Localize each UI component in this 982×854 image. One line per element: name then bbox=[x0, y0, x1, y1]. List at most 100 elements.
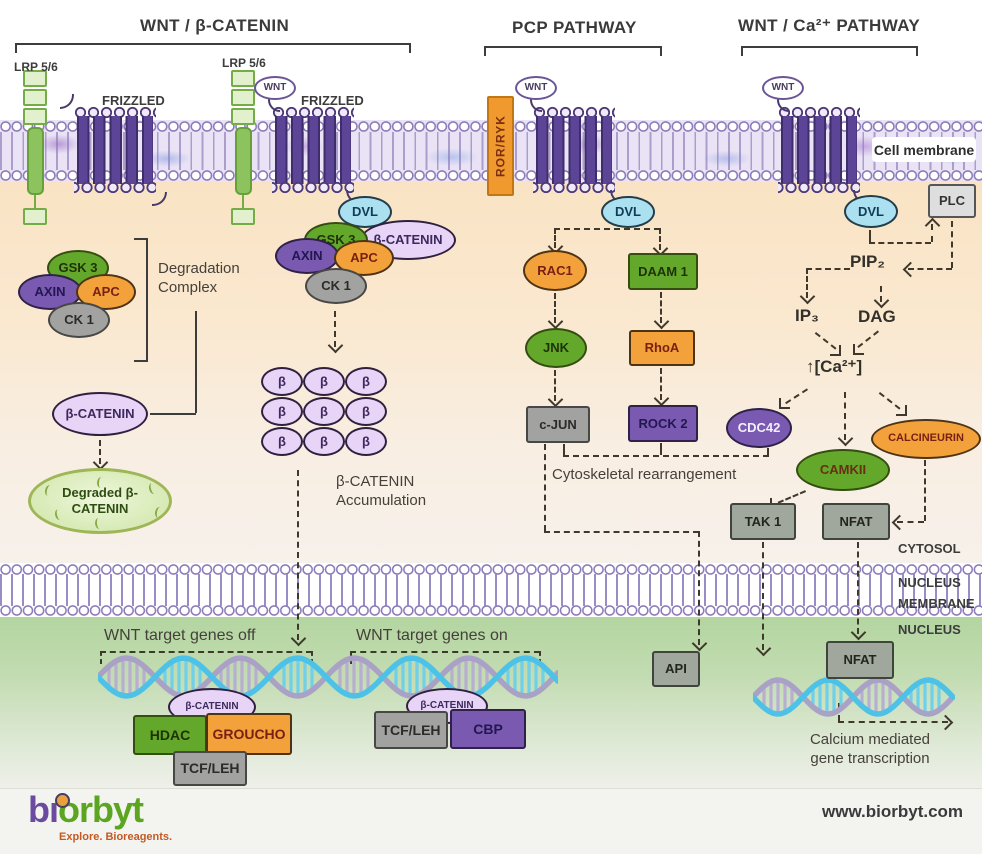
lrp-foot bbox=[231, 208, 255, 225]
node-rock2: ROCK 2 bbox=[628, 405, 698, 442]
beta-unit: β bbox=[345, 367, 387, 396]
lrp-domain bbox=[231, 89, 255, 106]
lrp-tail bbox=[242, 195, 244, 208]
cytosol-label: CYTOSOL bbox=[898, 541, 961, 556]
genes-off-label: WNT target genes off bbox=[104, 627, 256, 644]
frizzled-loops bbox=[74, 181, 156, 194]
dashed-arrow bbox=[806, 268, 808, 298]
node-daam1: DAAM 1 bbox=[628, 253, 698, 290]
dashed-arrow bbox=[99, 440, 101, 464]
cell-membrane-label: Cell membrane bbox=[872, 137, 976, 162]
degradation-complex-label: Degradation Complex bbox=[158, 260, 240, 296]
dashed-arrow bbox=[334, 311, 336, 347]
frizzled-loops bbox=[533, 181, 615, 194]
bracket-tick bbox=[660, 46, 662, 56]
frizzled-loops bbox=[74, 106, 156, 119]
lrp-domain bbox=[231, 108, 255, 125]
connector-line bbox=[150, 413, 196, 415]
node-rac1: RAC1 bbox=[523, 250, 587, 291]
bracket bbox=[15, 43, 411, 45]
cytoskeletal-label: Cytoskeletal rearrangement bbox=[552, 466, 737, 483]
node-hdac: HDAC bbox=[133, 715, 207, 755]
dashed-arrow bbox=[698, 531, 700, 645]
logo-dot-icon bbox=[55, 793, 70, 808]
connector-line bbox=[195, 311, 197, 413]
dashed-arrow bbox=[554, 370, 556, 401]
degraded-label: Degraded β-CATENIN bbox=[62, 485, 138, 516]
complex-bracket bbox=[146, 238, 148, 362]
lrp-label: LRP 5/6 bbox=[222, 56, 266, 70]
node-ck1: CK 1 bbox=[48, 302, 110, 338]
lrp-domain bbox=[23, 70, 47, 87]
frizzled-loops bbox=[272, 106, 354, 119]
bracket-tick bbox=[916, 46, 918, 56]
arrowhead-icon bbox=[853, 344, 864, 355]
dashed-arrow bbox=[844, 392, 846, 440]
arrowhead-icon bbox=[779, 398, 790, 409]
dashed-bracket bbox=[100, 651, 102, 664]
beta-unit: β bbox=[303, 427, 345, 456]
node-calcineurin: CALCINEURIN bbox=[871, 419, 981, 459]
node-tcf-leh: TCF/LEH bbox=[374, 711, 448, 749]
wnt-ligand: WNT bbox=[762, 76, 804, 100]
dashed-line bbox=[544, 531, 699, 533]
nucleus-membrane-label: NUCLEUS MEMBRANE bbox=[898, 575, 975, 611]
node-cbp: CBP bbox=[450, 709, 526, 749]
dashed-line bbox=[767, 448, 769, 456]
node-dag: DAG bbox=[858, 307, 896, 326]
lrp-domain bbox=[23, 108, 47, 125]
node-pip2: PIP₂ bbox=[850, 252, 885, 271]
beta-unit: β bbox=[303, 397, 345, 426]
transcription-label: Calcium mediated gene transcription bbox=[809, 731, 931, 767]
node-dvl: DVL bbox=[601, 196, 655, 228]
dashed-line bbox=[563, 455, 769, 457]
node-ip3: IP₃ bbox=[795, 306, 819, 325]
dashed-arrow bbox=[660, 292, 662, 323]
frizzled-label: FRIZZLED bbox=[102, 93, 165, 108]
lrp-domain bbox=[23, 89, 47, 106]
genes-on-label: WNT target genes on bbox=[356, 627, 508, 644]
complex-bracket bbox=[134, 238, 148, 240]
beta-unit: β bbox=[261, 397, 303, 426]
logo-text-bi: bı bbox=[28, 789, 59, 830]
lrp-transmembrane bbox=[26, 127, 44, 195]
lrp-receptor bbox=[22, 70, 48, 227]
bracket-tick bbox=[409, 43, 411, 53]
header-pcp: PCP PATHWAY bbox=[512, 18, 637, 37]
dashed-line bbox=[554, 228, 660, 230]
wnt-ligand: WNT bbox=[515, 76, 557, 100]
frizzled-receptor bbox=[272, 106, 354, 194]
node-camkii: CAMKII bbox=[796, 449, 890, 491]
ror-ryk-receptor: ROR/RYK bbox=[487, 96, 514, 196]
frizzled-receptor bbox=[74, 106, 156, 194]
node-axin: AXIN bbox=[275, 238, 339, 274]
node-tcf-leh: TCF/LEH bbox=[173, 751, 247, 786]
dashed-arrow bbox=[659, 228, 661, 250]
frizzled-loops bbox=[272, 181, 354, 194]
dashed-bracket bbox=[311, 651, 313, 664]
beta-unit: β bbox=[345, 397, 387, 426]
dashed-arrow bbox=[554, 293, 556, 323]
bracket-tick bbox=[741, 46, 743, 56]
dashed-arrow bbox=[554, 228, 556, 248]
header-wnt-ca: WNT / Ca²⁺ PATHWAY bbox=[738, 16, 921, 35]
texture-squiggle bbox=[94, 517, 104, 530]
frizzled-loops bbox=[778, 181, 860, 194]
nucleus-bilayer-interior bbox=[0, 574, 982, 606]
dashed-bracket bbox=[539, 651, 541, 664]
dashed-arrow bbox=[908, 268, 952, 270]
arrowhead-icon bbox=[896, 405, 907, 416]
frizzled-receptor bbox=[533, 106, 615, 194]
texture-squiggle bbox=[154, 506, 164, 519]
complex-bracket bbox=[134, 360, 148, 362]
dashed-arrow bbox=[857, 542, 859, 634]
node-plc: PLC bbox=[928, 184, 976, 218]
wnt-ligand: WNT bbox=[254, 76, 296, 100]
lrp-label: LRP 5/6 bbox=[14, 60, 58, 74]
bracket bbox=[741, 46, 918, 48]
header-wnt-bcatenin: WNT / β-CATENIN bbox=[140, 16, 290, 35]
dashed-arrow bbox=[297, 470, 299, 640]
dashed-arrow bbox=[838, 721, 948, 723]
dashed-arrow bbox=[897, 521, 924, 523]
